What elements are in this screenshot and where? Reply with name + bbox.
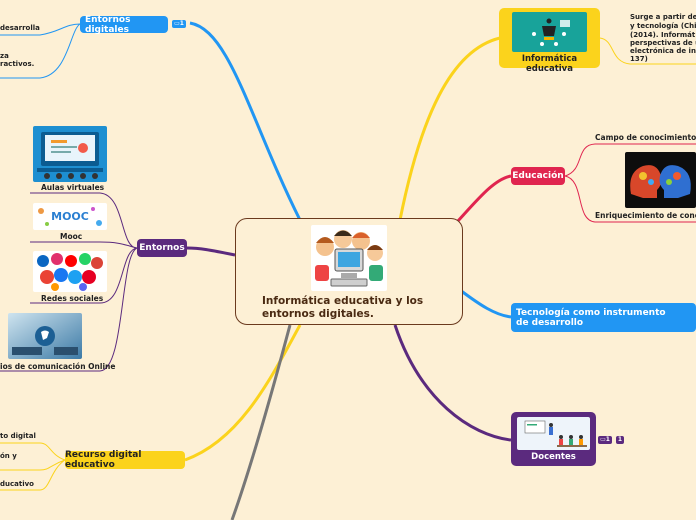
mooc-image: MOOC xyxy=(33,203,107,230)
entornos-label: Entornos xyxy=(139,243,185,253)
central-topic-title: Informática educativa y los entornos dig… xyxy=(262,295,424,320)
link-entornos xyxy=(186,246,236,257)
informatica-desc-1: Surge a partir de xyxy=(630,13,696,21)
informatica-image xyxy=(512,12,587,52)
link-educacion-children xyxy=(564,143,696,223)
comment-icon: ▭ xyxy=(600,436,606,443)
enriquecimiento-label[interactable]: Enriquecimiento de conoc xyxy=(595,211,696,220)
tecnologia-node[interactable]: Tecnología como instrumento de desarroll… xyxy=(511,303,696,332)
educacion-heads-image xyxy=(625,152,696,208)
recurso-note-1: to digital xyxy=(0,432,36,440)
entornos-digitales-note-2: za xyxy=(0,52,9,60)
informatica-educativa-label: Informática educativa xyxy=(521,54,578,74)
redes-sociales-label[interactable]: Redes sociales xyxy=(41,294,104,303)
tecnologia-label: Tecnología como instrumento de desarroll… xyxy=(516,307,666,328)
entornos-node[interactable]: Entornos xyxy=(137,239,187,257)
entornos-digitales-note-3: ractivos. xyxy=(0,60,35,68)
informatica-desc-4: perspectivas de u xyxy=(630,39,696,47)
docentes-image xyxy=(517,417,590,450)
comment-icon: ▭ xyxy=(174,20,180,27)
aulas-virtuales-image xyxy=(33,126,107,182)
link-tecnologia xyxy=(459,288,512,319)
link-recurso-notes xyxy=(0,442,66,491)
informatica-educativa-node[interactable]: Informática educativa xyxy=(499,8,600,74)
link-entornos-digitales xyxy=(189,21,302,221)
mooc-label[interactable]: Mooc xyxy=(60,232,83,241)
link-entornos-digitales-notes xyxy=(0,23,81,79)
entornos-digitales-comment-badge[interactable]: ▭1 xyxy=(172,20,186,28)
aulas-virtuales-label[interactable]: Aulas virtuales xyxy=(41,183,105,192)
educacion-label: Educación xyxy=(512,171,564,181)
link-informatica-desc xyxy=(599,37,696,65)
informatica-desc-5: electrónica de inv xyxy=(630,47,696,55)
central-topic[interactable]: Informática educativa y los entornos dig… xyxy=(235,218,463,325)
recurso-note-3: ducativo xyxy=(0,480,34,488)
entornos-digitales-label: Entornos digitales xyxy=(85,14,131,35)
link-informatica xyxy=(398,36,501,221)
recurso-digital-node[interactable]: Recurso digital educativo xyxy=(65,450,185,470)
informatica-desc-2: y tecnología (Chi xyxy=(630,22,696,30)
link-recurso xyxy=(184,324,302,462)
comunicacion-online-image xyxy=(8,313,82,359)
docentes-label: Docentes xyxy=(531,452,576,462)
link-bottom xyxy=(230,324,292,520)
comunicacion-online-label[interactable]: ios de comunicación Online xyxy=(0,362,116,371)
mooc-logo-text: MOOC xyxy=(51,210,89,223)
link-entornos-children xyxy=(0,192,138,372)
educacion-node[interactable]: Educación xyxy=(511,167,565,185)
redes-sociales-image xyxy=(33,251,107,292)
entornos-digitales-node[interactable]: Entornos digitales xyxy=(80,14,168,35)
children-computer-illustration xyxy=(311,225,387,291)
entornos-digitales-note-1: desarrolla xyxy=(0,24,40,32)
docentes-note-badge[interactable]: 1 xyxy=(616,436,624,444)
recurso-note-2: ón y xyxy=(0,452,17,460)
docentes-node[interactable]: Docentes xyxy=(511,412,596,466)
campo-conocimiento-label[interactable]: Campo de conocimiento xyxy=(595,133,696,142)
link-docentes xyxy=(393,324,512,442)
informatica-desc-3: (2014). Informát xyxy=(630,31,696,39)
informatica-desc-6: 137) xyxy=(630,55,648,63)
docentes-comment-badge[interactable]: ▭1 xyxy=(598,436,612,444)
recurso-digital-label: Recurso digital educativo xyxy=(65,450,142,470)
